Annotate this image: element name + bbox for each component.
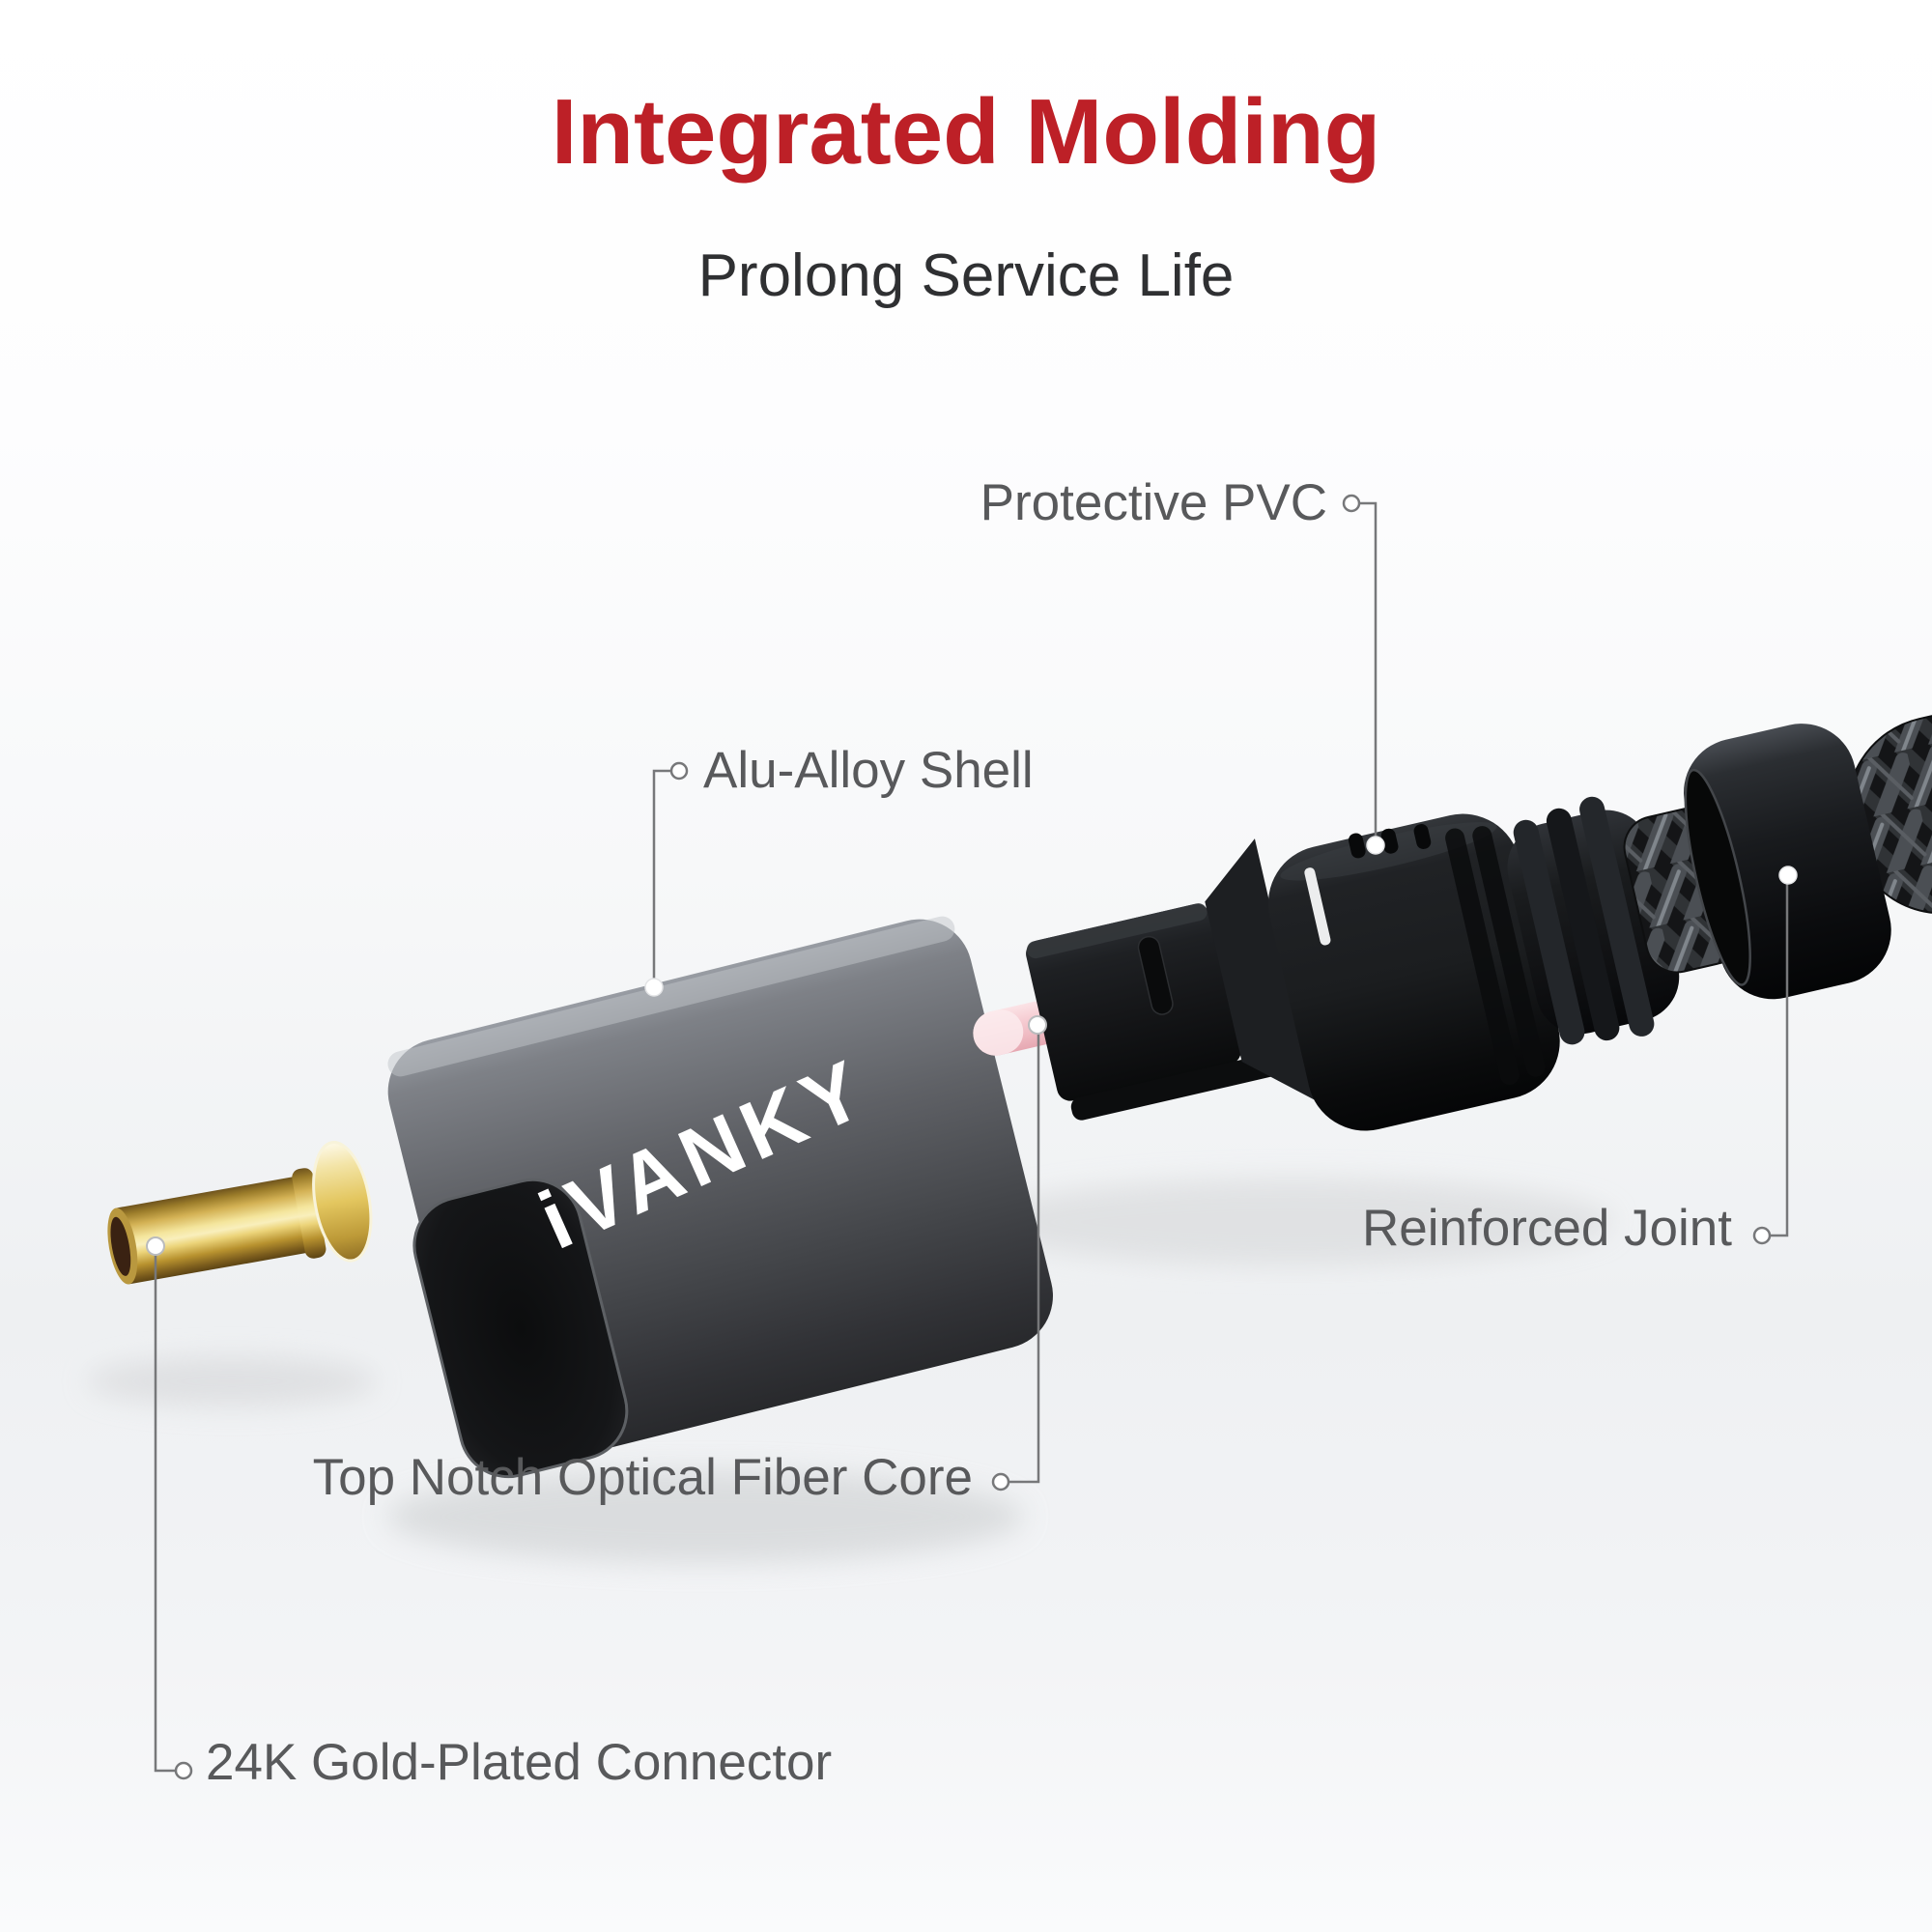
leader-line	[1359, 501, 1378, 837]
alu-shell: iVANKY	[387, 916, 1053, 1479]
leader-line	[1770, 884, 1789, 1237]
plug-body-notch	[1348, 833, 1366, 859]
leader-line	[1009, 1034, 1040, 1484]
gold-flange	[312, 1141, 373, 1263]
leader-optical-fiber-core	[991, 1015, 1047, 1492]
reinforced-joint-ring-rim	[1684, 768, 1751, 986]
anchor-dot	[146, 1236, 165, 1256]
leader-gold-plated-connector	[146, 1236, 193, 1780]
plug-body-notch	[1413, 824, 1432, 849]
plug-body-tick-mark	[1304, 867, 1331, 946]
gold-tube	[109, 1176, 316, 1285]
callout-label-reinforced-joint: Reinforced Joint	[1362, 1200, 1732, 1257]
plug-body-notch	[1380, 828, 1399, 854]
label-end-circle	[1342, 494, 1361, 513]
anchor-dot	[1028, 1015, 1047, 1035]
page-title: Integrated Molding	[551, 80, 1381, 184]
leader-line	[652, 769, 671, 979]
callout-leaders	[146, 494, 1798, 1780]
page-subtitle: Prolong Service Life	[697, 242, 1235, 309]
plug-body-groove	[1472, 826, 1546, 1077]
shell-opening	[412, 1178, 629, 1479]
plug-shadow	[976, 1179, 1613, 1265]
anchor-dot	[644, 978, 664, 997]
gold-connector	[107, 1141, 373, 1285]
anchor-dot	[1778, 866, 1798, 885]
gold-tube-bore	[110, 1216, 131, 1276]
callout-label-alu-alloy-shell: Alu-Alloy Shell	[703, 742, 1034, 799]
plug-neck-rib	[1546, 808, 1620, 1041]
leader-alu-alloy-shell	[644, 761, 689, 997]
leader-reinforced-joint	[1752, 866, 1798, 1245]
callout-label-protective-pvc: Protective PVC	[980, 474, 1327, 531]
plug-head-lip	[1070, 1050, 1294, 1121]
optical-fiber-tip	[973, 1009, 1024, 1056]
shell-shadow	[386, 1470, 1024, 1563]
callout-label-gold-plated-connector: 24K Gold-Plated Connector	[206, 1734, 833, 1791]
floor-shadows	[87, 1179, 1613, 1563]
leader-protective-pvc	[1342, 494, 1385, 855]
label-end-circle	[669, 761, 689, 781]
label-end-circle	[991, 1472, 1010, 1492]
gold-connector-shadow	[87, 1356, 377, 1406]
plug-body-groove	[1445, 828, 1520, 1086]
plug-neck-rib	[1513, 819, 1585, 1045]
label-end-circle	[1752, 1226, 1772, 1245]
shell-top-highlight	[387, 916, 955, 1077]
toslink-plug	[973, 483, 1932, 1131]
plug-shoulder	[1205, 838, 1316, 1100]
label-end-circle	[174, 1761, 193, 1780]
leader-line	[154, 1255, 176, 1773]
plug-neck-rib	[1579, 796, 1655, 1037]
anchor-dot	[1366, 836, 1385, 855]
plug-head-slot	[1137, 935, 1174, 1015]
plug-head	[1026, 903, 1241, 1101]
plug-head-top-face	[1026, 903, 1208, 959]
callout-label-optical-fiber-core: Top Notch Optical Fiber Core	[312, 1449, 973, 1506]
gold-collar	[292, 1168, 327, 1259]
